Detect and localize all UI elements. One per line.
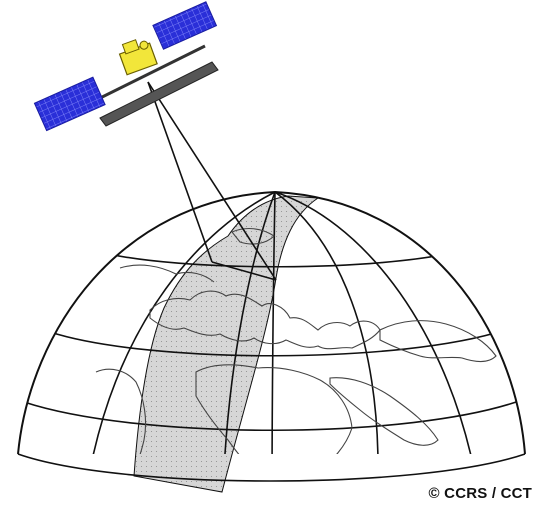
- satellite-icon: [34, 2, 218, 131]
- landmass-arabia: [330, 378, 438, 446]
- hemisphere-globe: [18, 192, 525, 508]
- globe-rim: [18, 454, 525, 481]
- copyright-credit: © CCRS / CCT: [429, 485, 532, 502]
- landmass-asia: [380, 321, 496, 362]
